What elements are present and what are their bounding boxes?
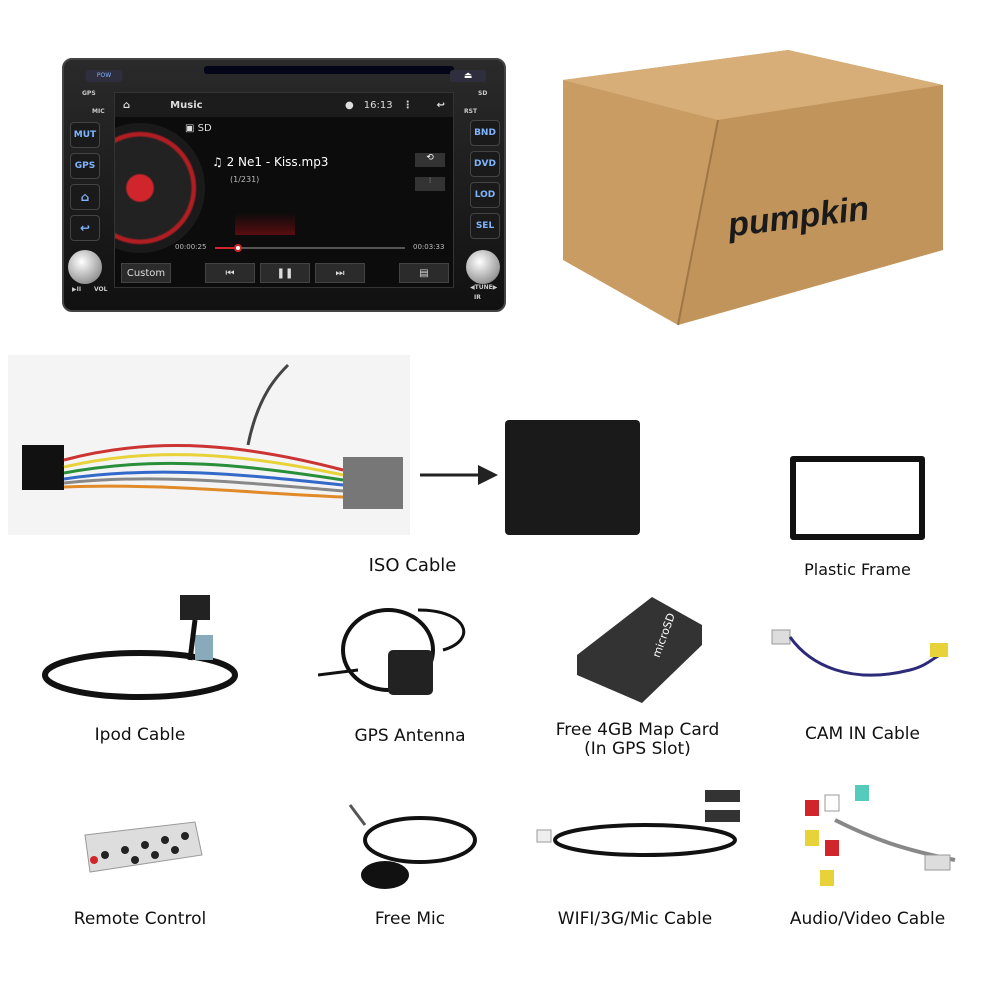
- map-card-label: Free 4GB Map Card (In GPS Slot): [545, 721, 730, 759]
- iso-cable-harness-image: [8, 355, 410, 535]
- ipod-cable-label: Ipod Cable: [94, 725, 186, 745]
- volume-knob[interactable]: [68, 250, 102, 284]
- eject-button[interactable]: ⏏: [450, 70, 486, 82]
- plastic-frame-image: [790, 456, 925, 540]
- elapsed-time: 00:00:25: [175, 243, 207, 251]
- av-cable-image: [805, 785, 956, 886]
- gps-antenna-label: GPS Antenna: [354, 726, 466, 746]
- load-button[interactable]: LOD: [470, 182, 500, 208]
- home-icon[interactable]: ⌂: [123, 99, 131, 111]
- vol-label: VOL: [94, 286, 108, 293]
- playlist-button[interactable]: ▤: [399, 263, 449, 283]
- seek-bar-fill: [215, 247, 238, 249]
- mic-label: MIC: [92, 108, 105, 115]
- back-button[interactable]: ↩: [70, 215, 100, 241]
- spectrum-visualizer: [235, 213, 295, 235]
- source-name: SD: [197, 123, 212, 134]
- remote-control-image: [84, 821, 203, 873]
- map-card-label-line1: Free 4GB Map Card: [555, 720, 720, 740]
- track-index: (1/231): [230, 175, 260, 184]
- sd-slot-label: SD: [478, 90, 488, 97]
- av-cable-label: Audio/Video Cable: [789, 909, 946, 929]
- next-button[interactable]: ⏭: [315, 263, 365, 283]
- track-name: 2 Ne1 - Kiss.mp3: [226, 155, 329, 169]
- car-stereo-head-unit: POW ⏏ GPS MIC SD RST MUT GPS ⌂ ↩ BND DVD…: [62, 58, 506, 312]
- iso-connector-image: [505, 420, 640, 535]
- track-title: ♫ 2 Ne1 - Kiss.mp3: [212, 155, 329, 169]
- micro-sd-card-image: microSD: [577, 597, 702, 703]
- ipod-cable-image: [42, 595, 238, 700]
- remote-control-label: Remote Control: [73, 909, 207, 929]
- gps-slot-label: GPS: [82, 90, 96, 97]
- cam-in-cable-label: CAM IN Cable: [805, 724, 920, 744]
- map-card-label-line2: (In GPS Slot): [584, 739, 691, 759]
- status-bar: ⌂ Music ● 16:13 ⋮ ↩: [115, 93, 453, 117]
- mute-button[interactable]: MUT: [70, 122, 100, 148]
- seek-knob[interactable]: [233, 244, 242, 252]
- arrow-icon: [420, 465, 498, 485]
- play-pause-label: ▶II: [72, 286, 82, 293]
- microphone-image: [348, 804, 477, 889]
- product-box: pumpkin: [563, 50, 943, 326]
- gps-antenna-image: [318, 608, 466, 695]
- home-button[interactable]: ⌂: [70, 184, 100, 210]
- plastic-frame-label: Plastic Frame: [804, 560, 911, 579]
- wifi-cable-image: [536, 790, 740, 857]
- app-title: Music: [170, 99, 203, 111]
- disc-slot: [204, 66, 454, 74]
- menu-icon[interactable]: ⋮: [402, 99, 413, 111]
- select-button[interactable]: SEL: [470, 213, 500, 239]
- wifi-cable-label: WIFI/3G/Mic Cable: [557, 909, 713, 929]
- equalizer-button[interactable]: ⫶: [415, 177, 445, 191]
- seek-bar[interactable]: [215, 244, 405, 252]
- power-button[interactable]: POW: [86, 70, 122, 82]
- band-button[interactable]: BND: [470, 120, 500, 146]
- gps-button[interactable]: GPS: [70, 153, 100, 179]
- tune-knob[interactable]: [466, 250, 500, 284]
- duration: 00:03:33: [413, 243, 445, 251]
- pause-button[interactable]: ❚❚: [260, 263, 310, 283]
- back-icon[interactable]: ↩: [436, 99, 445, 111]
- vinyl-record: [115, 123, 205, 253]
- screen: ⌂ Music ● 16:13 ⋮ ↩ ▣ SD ♫ 2 Ne1 - Kiss.…: [114, 92, 454, 288]
- free-mic-label: Free Mic: [374, 909, 446, 929]
- ir-label: IR: [474, 294, 481, 301]
- source-label: ▣ SD: [185, 123, 212, 134]
- cam-in-cable-image: [771, 629, 948, 677]
- previous-button[interactable]: ⏮: [205, 263, 255, 283]
- custom-button[interactable]: Custom: [121, 263, 171, 283]
- repeat-button[interactable]: ⟲: [415, 153, 445, 167]
- tune-label: ◀TUNE▶: [470, 284, 498, 291]
- location-icon: ●: [345, 99, 354, 111]
- iso-cable-label: ISO Cable: [368, 555, 457, 576]
- rst-label: RST: [464, 108, 478, 115]
- dvd-button[interactable]: DVD: [470, 151, 500, 177]
- clock: 16:13: [363, 99, 393, 111]
